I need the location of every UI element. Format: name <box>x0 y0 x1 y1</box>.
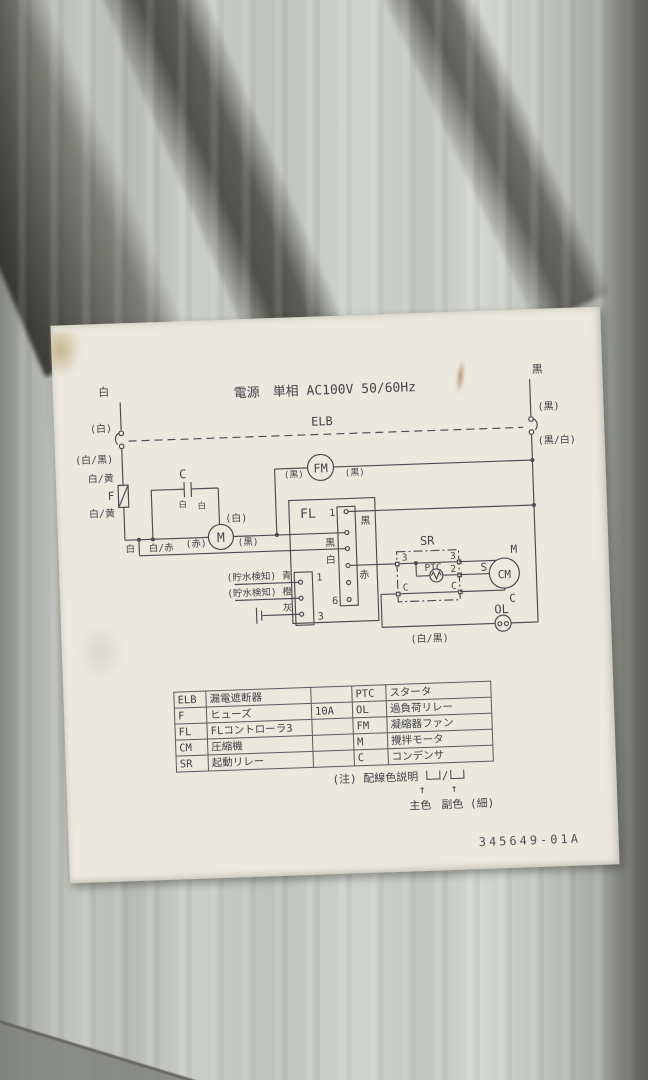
overload-branch: OL (白/黒) <box>380 594 539 645</box>
wire-color-black-paren: (黒) <box>537 400 559 413</box>
legend-value <box>312 733 354 752</box>
right-edge-shadow <box>602 0 648 1080</box>
stir-motor-symbol: M <box>217 531 226 546</box>
compressor-terminal-c: C <box>509 592 516 605</box>
sr-pin-lc: C <box>403 582 409 593</box>
fl-pin2-color: 黒 <box>325 537 335 549</box>
capacitor-plate-right-color: 白 <box>197 500 206 511</box>
water-sensor-connector: 1 3 (貯水検知) 青 (貯水検知) 橙 灰 <box>226 570 324 626</box>
legend-symbol: CM <box>175 739 209 757</box>
bottom-wire-color: (白/黒) <box>410 631 448 645</box>
legend-symbol: PTC <box>351 684 387 702</box>
ol-label: OL <box>494 602 509 616</box>
sensor-pin-1: 1 <box>316 572 322 583</box>
elb-linkage: ELB <box>128 414 524 442</box>
legend-value <box>310 685 353 704</box>
stir-motor: M (赤) (黒) <box>185 523 259 550</box>
sensor-orange-label: (貯水検知) 橙 <box>227 585 293 599</box>
legend-table: ELB 漏電遮断器 PTC スタータ F ヒューズ 10A OL 過負荷リレー … <box>173 681 494 773</box>
legend-symbol: ELB <box>173 691 207 709</box>
capacitor-plate-left-color: 白 <box>178 499 187 510</box>
sr-pin-r3: 3 <box>450 551 456 562</box>
sensor-gray-label: 灰 <box>283 601 293 613</box>
main-color-box <box>425 770 441 780</box>
elb-label: ELB <box>311 414 333 429</box>
wire-color-black-white: (黒/白) <box>537 433 575 447</box>
fan-symbol: FM <box>313 461 328 475</box>
legend-value <box>311 717 354 736</box>
capacitor-label: C <box>179 467 187 481</box>
legend-symbol: SR <box>176 755 209 773</box>
sub-color-label: 副色 (細) <box>441 796 495 812</box>
legend-symbol: F <box>174 707 207 725</box>
wire-white-red-label: 白/赤 <box>149 542 175 555</box>
capacitor-circuit: C 白 白 (白) <box>150 467 248 540</box>
sr-pin-rc: C <box>451 581 457 592</box>
compressor: CM M S C <box>458 543 520 605</box>
legend-name: コンデンサ <box>387 745 494 765</box>
fl-pin3-color: 白 <box>326 553 336 566</box>
note-slash: / <box>441 769 449 783</box>
stir-motor-left-color: (赤) <box>185 538 206 550</box>
legend-symbol: M <box>353 732 388 750</box>
schematic-title: 電源 単相 AC100V 50/60Hz <box>233 379 416 401</box>
wire-color-white-black: (白/黒) <box>75 453 113 467</box>
fl-pin-1: 1 <box>329 508 335 519</box>
wire-color-white-yellow-1: 白/黄 <box>88 472 114 486</box>
start-relay: SR 3 3 2 C C PTC <box>380 533 463 603</box>
sr-pin-l3: 3 <box>402 552 408 563</box>
main-wire: 白 白/赤 <box>124 531 348 557</box>
wire-color-white: 白 <box>98 385 109 399</box>
ptc-label: PTC <box>424 562 442 574</box>
fl-pin-6: 6 <box>332 596 338 607</box>
fan-right-color: (黒) <box>345 467 365 479</box>
fan-branch: FM (黒) (黒) <box>273 453 533 536</box>
wire-color-black: 黒 <box>532 363 543 376</box>
up-arrow-icon: ↑ <box>418 782 426 797</box>
main-color-label: 主色 <box>409 798 432 813</box>
fl-label: FL <box>300 507 316 523</box>
stir-motor-right-color: (黒) <box>237 537 258 549</box>
legend-name: 起動リレー <box>208 751 314 772</box>
left-rail: 白 (白) (白/黒) 白/黄 F 白/黄 <box>75 385 130 541</box>
fl-pin4-color: 赤 <box>359 569 369 581</box>
fuse-label: F <box>108 490 115 503</box>
wire-color-white-yellow-2: 白/黄 <box>89 507 115 521</box>
fl-pin1-color: 黒 <box>360 515 370 527</box>
compressor-terminal-m: M <box>510 543 517 556</box>
motor-top-wire-color: (白) <box>225 511 247 525</box>
right-rail: 黒 (黒) (黒/白) <box>528 363 576 622</box>
sensor-blue-label: (貯水検知) 青 <box>226 570 291 584</box>
sub-color-box <box>450 769 465 780</box>
legend-symbol: OL <box>352 700 387 718</box>
sr-pin-r2: 2 <box>450 564 456 575</box>
compressor-symbol: CM <box>498 568 512 581</box>
wire-color-white-paren: (白) <box>90 422 112 436</box>
note-text: (注) 配線色説明 <box>332 770 419 787</box>
wiring-schematic: 電源 単相 AC100V 50/60Hz ELB 白 (白) (白/黒) 白/黄… <box>75 363 576 646</box>
legend-value <box>312 749 355 768</box>
fan-left-color: (黒) <box>284 469 304 481</box>
sensor-pin-3: 3 <box>318 611 324 622</box>
legend-symbol: FL <box>174 723 208 741</box>
compressor-terminal-s: S <box>480 561 487 574</box>
legend-symbol: FM <box>352 716 388 734</box>
fl-controller: FL 1 6 黒 黒 白 赤 <box>288 496 535 625</box>
legend-symbol: C <box>353 748 389 766</box>
up-arrow-icon: ↑ <box>450 781 458 796</box>
wiring-diagram-label: 電源 単相 AC100V 50/60Hz ELB 白 (白) (白/黒) 白/黄… <box>50 306 620 884</box>
sr-label: SR <box>420 533 436 548</box>
legend-value: 10A <box>311 701 353 720</box>
wire-white-label: 白 <box>125 543 135 555</box>
